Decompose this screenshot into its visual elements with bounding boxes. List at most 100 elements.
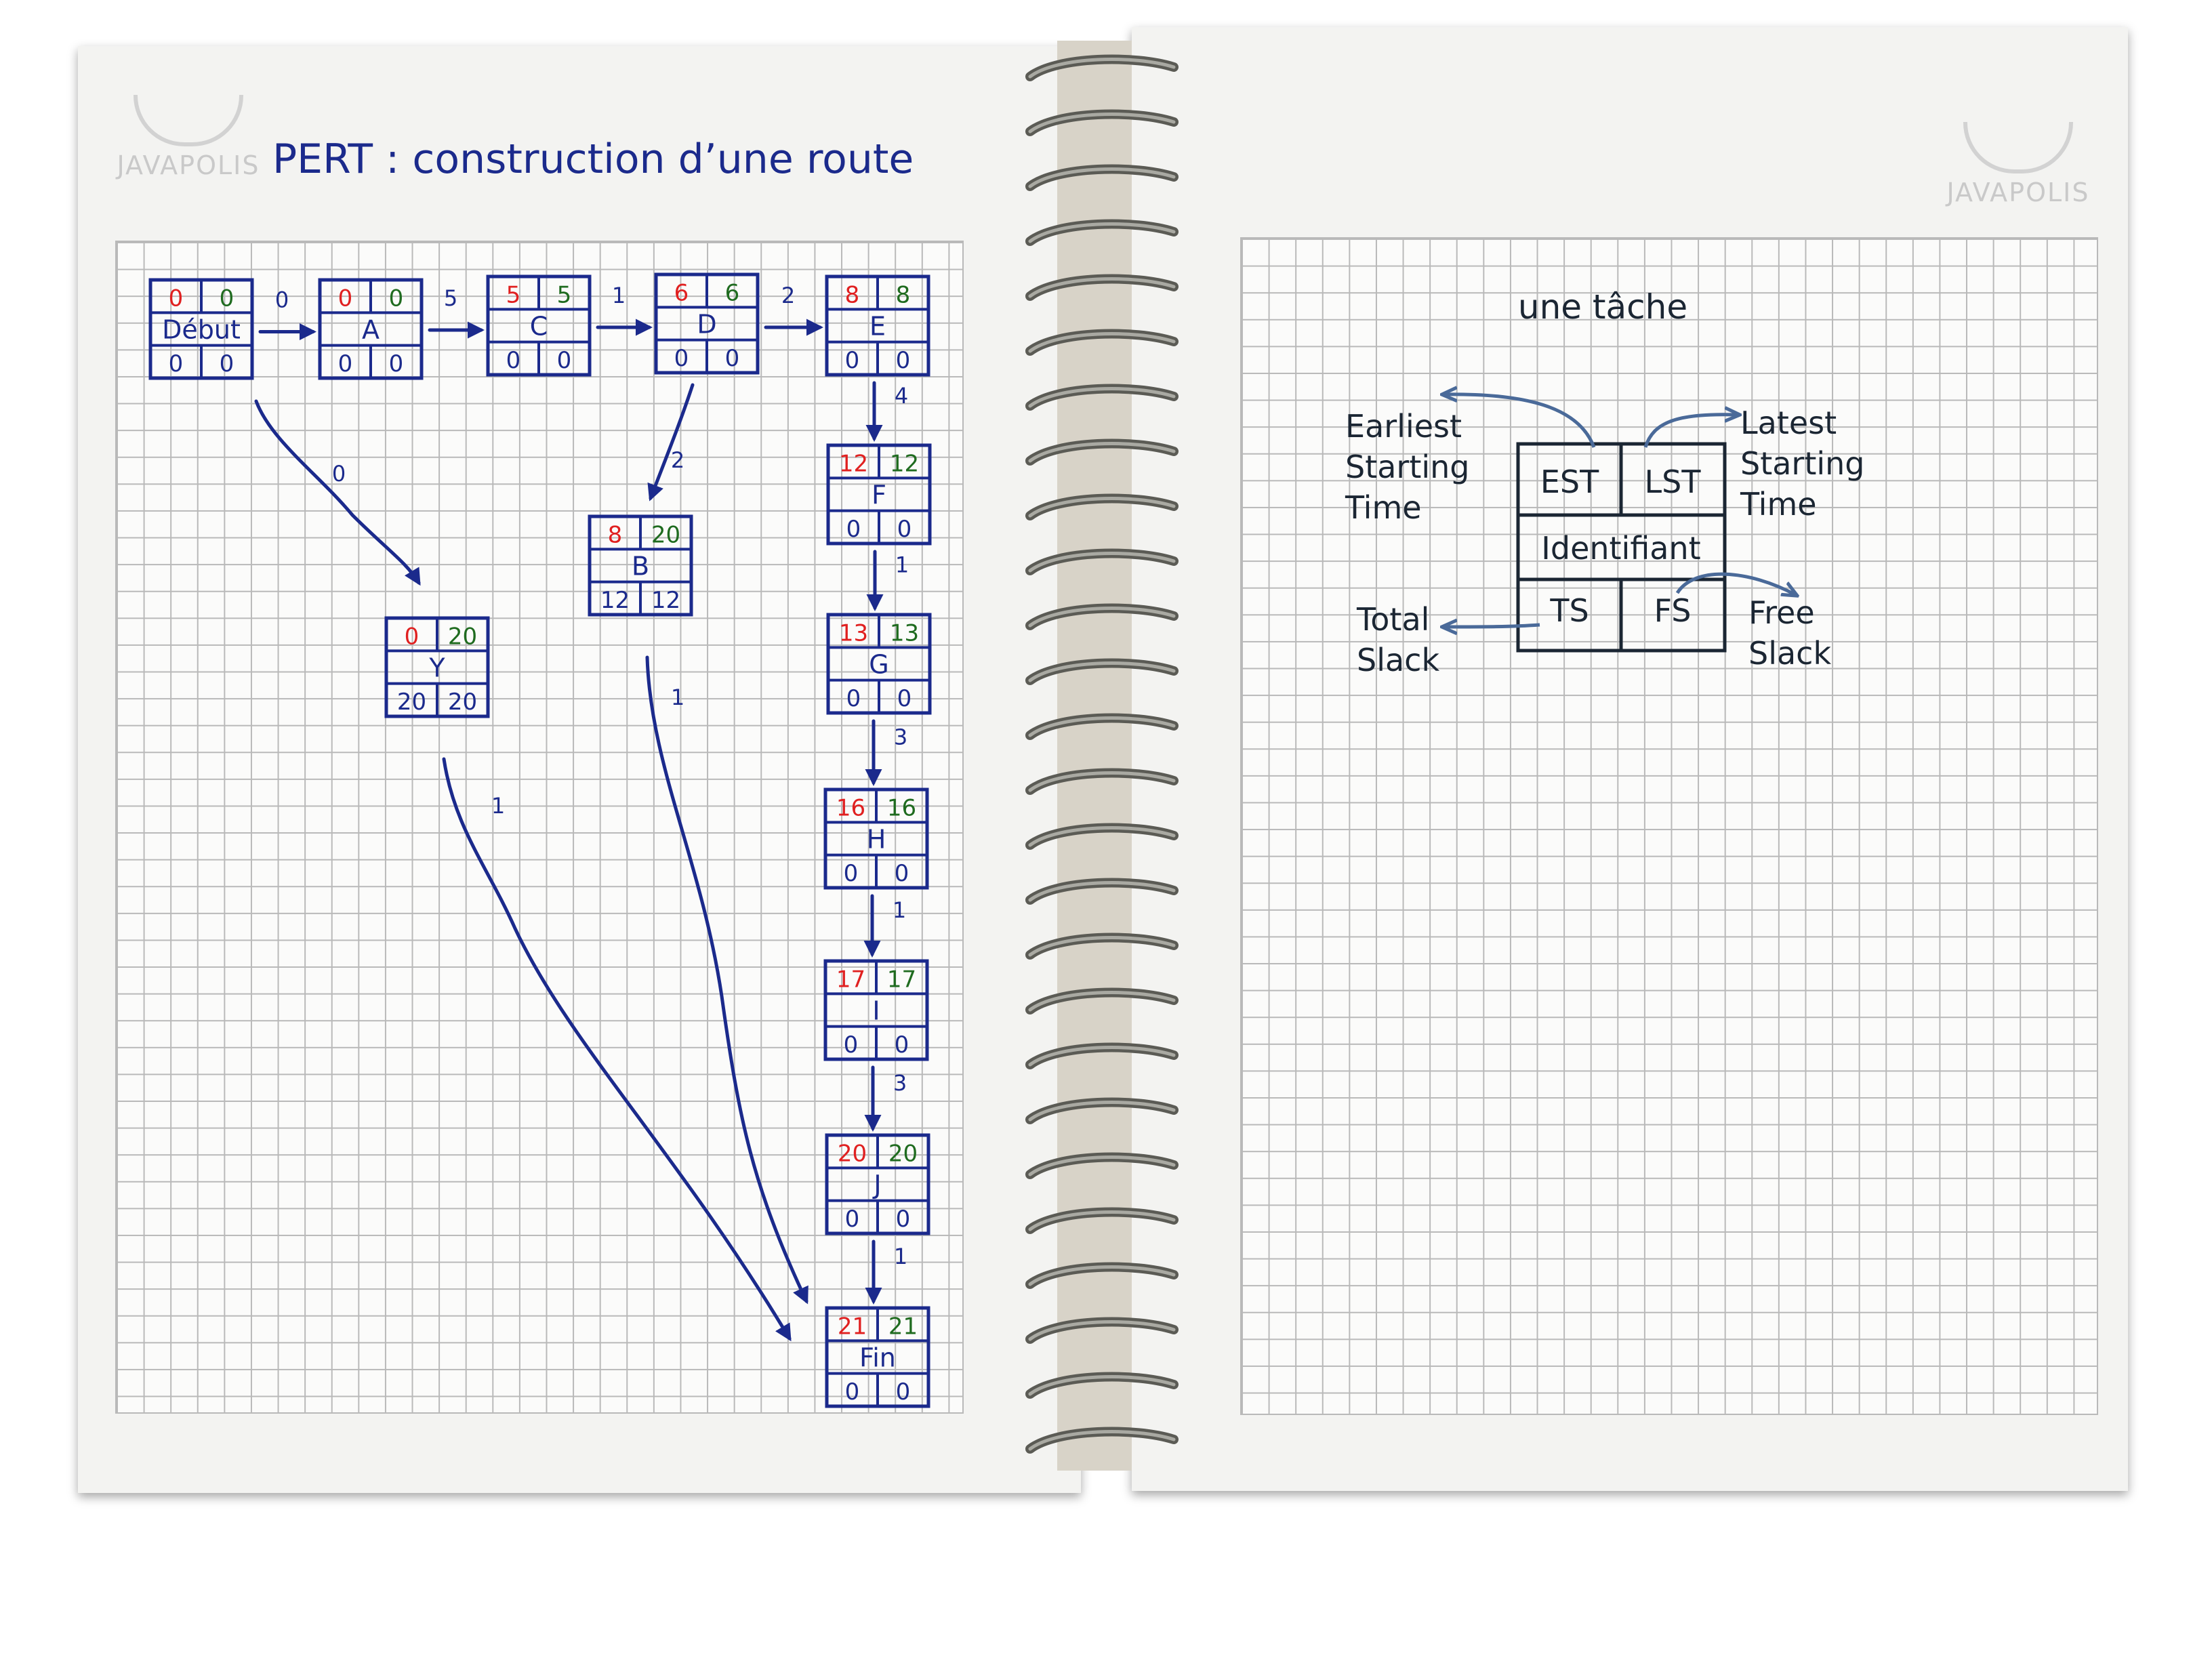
legend-free-slack-label: Free <box>1748 594 1815 631</box>
spiral-ring-highlight <box>1028 826 1176 847</box>
spiral-ring-highlight <box>1028 497 1176 518</box>
edge-i-j: 3 <box>864 1065 907 1132</box>
legend-earliest-label: Earliest <box>1345 408 1462 445</box>
legend-lst: LST <box>1645 464 1702 500</box>
edge-duration: 1 <box>895 552 909 578</box>
task-ts: 0 <box>846 516 861 543</box>
task-name: H <box>867 825 886 855</box>
edge-duration: 1 <box>491 793 505 819</box>
legend-total-slack-label: Slack <box>1357 642 1439 678</box>
task-fs: 0 <box>897 685 912 712</box>
spiral-binding <box>1025 41 1179 1471</box>
task-name: B <box>632 552 649 581</box>
task-est: 6 <box>674 279 689 306</box>
legend-heading: une tâche <box>1518 287 1687 327</box>
task-ts: 0 <box>844 1031 859 1059</box>
edge-arrow <box>647 383 695 501</box>
task-lst: 0 <box>220 285 234 312</box>
legend-arrow <box>1643 415 1738 448</box>
right-grid <box>1240 237 2098 1415</box>
task-ts: 0 <box>338 350 353 377</box>
edge-h-i: 1 <box>863 894 906 958</box>
task-est: 5 <box>506 281 521 308</box>
edge-a-c: 5 <box>428 285 485 339</box>
task-ts: 12 <box>600 587 630 614</box>
spiral-ring-highlight <box>1028 222 1176 243</box>
edge-duration: 5 <box>444 285 457 311</box>
legend-free-slack-label: Slack <box>1748 635 1831 672</box>
edge-duration: 0 <box>275 287 289 313</box>
edge-f-g: 1 <box>866 550 909 611</box>
spiral-ring-highlight <box>1028 936 1176 957</box>
task-lst: 17 <box>887 966 916 993</box>
task-fs: 0 <box>725 345 740 372</box>
legend-est: EST <box>1540 464 1599 500</box>
spiral-ring-highlight <box>1028 1320 1176 1341</box>
legend-arrow <box>1443 625 1540 627</box>
task-lst: 6 <box>725 279 740 306</box>
edge-duration: 3 <box>893 1070 907 1096</box>
task-fs: 0 <box>895 860 909 887</box>
task-name: I <box>872 996 880 1026</box>
spiral-ring-highlight <box>1028 387 1176 408</box>
spiral-ring-highlight <box>1028 1046 1176 1067</box>
task-name: G <box>869 650 888 680</box>
task-ts: 0 <box>674 345 689 372</box>
task-name: Y <box>428 653 445 683</box>
task-est: 8 <box>608 521 623 548</box>
spiral-ring-highlight <box>1028 442 1176 463</box>
left-grid <box>115 241 964 1414</box>
legend-arrow <box>1675 572 1796 595</box>
legend-latest-label: Time <box>1740 486 1817 523</box>
task-lst: 20 <box>448 623 477 650</box>
task-ts: 0 <box>506 347 521 374</box>
task-name: A <box>362 315 380 345</box>
edge-arrow <box>442 757 792 1342</box>
task-est: 13 <box>839 619 868 647</box>
task-ts: 0 <box>845 347 860 374</box>
task-name: E <box>869 312 886 342</box>
edge-d-e: 2 <box>764 283 823 336</box>
javapolis-logo-right: JAVAPOLIS <box>1944 122 2093 207</box>
legend-total-slack-label: Total <box>1356 601 1429 638</box>
task-lst: 20 <box>651 521 680 548</box>
task-fs: 0 <box>897 516 912 543</box>
edge-e-f: 4 <box>865 381 908 442</box>
edge-duration: 0 <box>332 461 346 487</box>
edge-duration: 4 <box>895 383 908 409</box>
legend-earliest-label: Time <box>1345 489 1422 526</box>
task-est: 8 <box>845 281 860 308</box>
spiral-ring-highlight <box>1028 881 1176 902</box>
spiral-ring-highlight <box>1028 771 1176 792</box>
spiral-ring-highlight <box>1028 991 1176 1012</box>
edge-arrow <box>645 655 808 1305</box>
task-fs: 20 <box>448 689 477 716</box>
logo-text: JAVAPOLIS <box>1946 178 2090 207</box>
task-name: Fin <box>859 1343 896 1373</box>
task-lst: 21 <box>888 1313 918 1340</box>
spiral-ring-highlight <box>1028 1101 1176 1122</box>
edge-arrow <box>254 399 421 586</box>
spiral-ring-highlight <box>1028 332 1176 353</box>
spiral-ring-highlight <box>1028 112 1176 134</box>
task-name: C <box>530 312 548 342</box>
edge-y-fin: 1 <box>442 757 792 1342</box>
task-ts: 0 <box>846 685 861 712</box>
spiral-ring-highlight <box>1028 661 1176 682</box>
spiral-ring-highlight <box>1028 552 1176 573</box>
edge-duration: 3 <box>894 724 907 750</box>
task-est: 21 <box>838 1313 867 1340</box>
